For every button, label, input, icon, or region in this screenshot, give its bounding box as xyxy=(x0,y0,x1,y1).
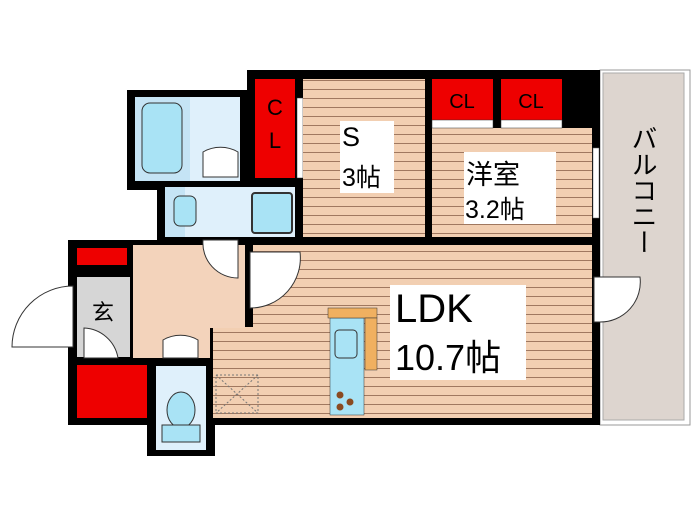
closet-left xyxy=(255,79,295,178)
balcony-door[interactable] xyxy=(593,276,641,323)
balcony-floor xyxy=(602,72,685,421)
closet-western-a xyxy=(432,79,493,120)
counter-top xyxy=(327,307,378,319)
stove-icon xyxy=(336,391,354,411)
sink xyxy=(173,195,197,227)
kitchen-sink xyxy=(334,329,358,359)
bathtub xyxy=(141,102,183,174)
entrance-inner-door[interactable] xyxy=(83,327,119,359)
window xyxy=(592,147,600,219)
closet-left-label-2: L xyxy=(269,128,281,153)
western-room-size: 3.2帖 xyxy=(465,196,525,224)
shoe-closet xyxy=(77,248,127,265)
ldk-door[interactable] xyxy=(249,251,301,309)
closet-western-a-label: CL xyxy=(449,91,475,113)
washroom-door[interactable] xyxy=(202,239,239,279)
storage-closet xyxy=(77,365,147,418)
s-room-name: S xyxy=(342,122,360,152)
bath-door[interactable] xyxy=(202,146,239,178)
s-room-size: 3帖 xyxy=(342,164,381,192)
entrance-door[interactable] xyxy=(11,285,74,348)
ldk-name: LDK xyxy=(395,287,473,331)
entrance-label: 玄 xyxy=(92,300,114,325)
toilet xyxy=(166,391,196,429)
closet-western-b xyxy=(501,79,562,120)
western-room-name: 洋室 xyxy=(466,160,520,190)
storage-hatch xyxy=(215,374,259,414)
hall xyxy=(133,245,245,358)
closet-left-label-1: C xyxy=(267,95,283,120)
closet-western-b-label: CL xyxy=(518,91,544,113)
toilet-door[interactable] xyxy=(162,334,199,359)
washing-machine xyxy=(251,192,293,234)
balcony-label: バルコニー xyxy=(628,125,658,255)
ldk-size: 10.7帖 xyxy=(395,337,501,378)
